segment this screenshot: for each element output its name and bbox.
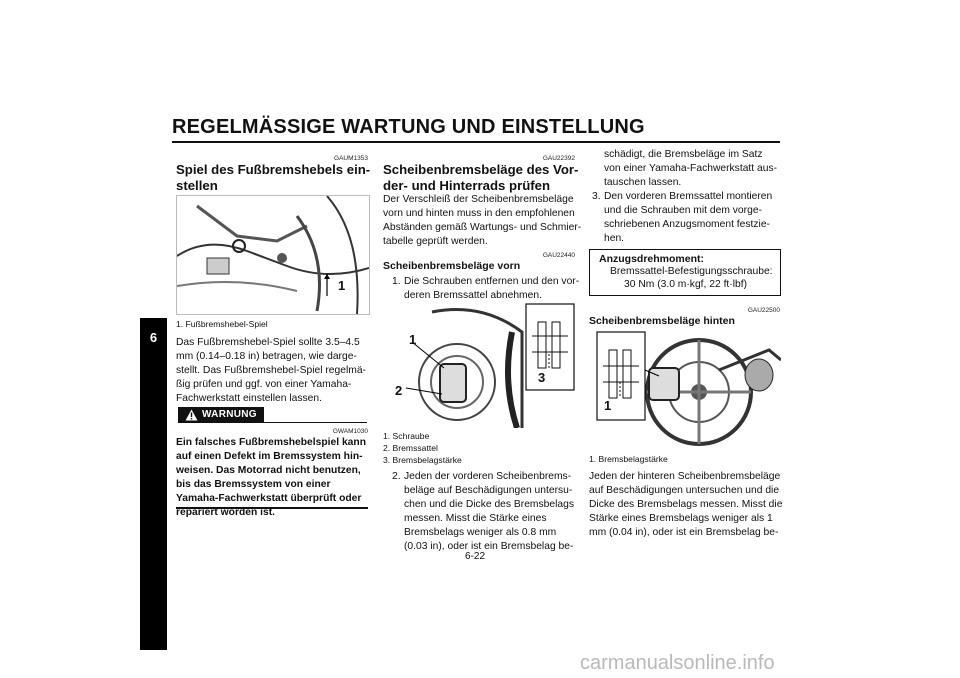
warning-underline <box>264 422 367 423</box>
step-text: Die Schrauben entfernen und den vor- der… <box>404 276 580 301</box>
rear-pads-body: Jeden der hinteren Scheibenbremsbeläge a… <box>589 471 783 538</box>
page-number: 6-22 <box>465 551 486 562</box>
step-text: Den vorderen Bremssattel montieren und d… <box>604 191 773 244</box>
step-number: 2. <box>392 471 401 482</box>
figure-callout-2: 2 <box>395 383 403 398</box>
watermark[interactable]: carmanualsonline.info <box>580 652 775 674</box>
front-caption-3: 3. Bremsbelagstärke <box>383 455 462 465</box>
warning-bottom-rule <box>176 507 368 509</box>
step-number: 3. <box>592 191 601 202</box>
figure-caption: 1. Fußbremshebel-Spiel <box>176 319 268 329</box>
front-caption-2: 2. Bremssattel <box>383 443 438 453</box>
warning-triangle-icon <box>185 409 198 421</box>
figure-callout-3: 3 <box>538 370 546 385</box>
front-pads-code: GAU22440 <box>542 252 575 259</box>
torque-line-1: Bremssattel-Befestigungsschraube: <box>610 266 773 277</box>
rear-caliper-illustration <box>596 331 782 446</box>
front-caption-1: 1. Schraube <box>383 431 430 441</box>
header-rule <box>172 141 780 143</box>
section-code: GAUM1353 <box>334 155 368 162</box>
figure-callout-1: 1 <box>409 332 417 347</box>
foot-brake-figure: 1 <box>176 195 370 315</box>
rear-pads-code: GAU22500 <box>747 307 780 314</box>
chapter-tab: 6 <box>140 318 167 650</box>
front-pads-heading: Scheibenbremsbeläge vorn <box>383 260 521 272</box>
section-code-pads: GAU22392 <box>542 155 575 162</box>
rear-pad-figure: 1 <box>589 330 782 450</box>
figure-callout-1: 1 <box>604 398 612 413</box>
warning-text: Ein falsches Fußbremshebelspiel kann auf… <box>176 437 366 518</box>
front-caliper-illustration <box>405 303 575 429</box>
foot-brake-body: Das Fußbremshebel-Spiel sollte 3.5–4.5 m… <box>176 337 366 404</box>
rear-pads-heading: Scheibenbremsbeläge hinten <box>589 315 735 327</box>
front-pad-figure: 1 2 3 <box>392 302 576 429</box>
section-heading-brake-pads: Scheibenbremsbeläge des Vor- der- und Hi… <box>383 162 579 193</box>
torque-spec-box: Anzugsdrehmoment: Bremssattel-Befestigun… <box>589 249 781 296</box>
warning-badge: WARNUNG <box>178 407 264 423</box>
step-text: Jeden der vorderen Scheibenbrems- beläge… <box>404 471 574 552</box>
front-step-2: 2. Jeden der vorderen Scheibenbrems- bel… <box>392 470 582 554</box>
torque-title: Anzugsdrehmoment: <box>599 253 704 265</box>
page-title: REGELMÄSSIGE WARTUNG UND EINSTELLUNG <box>172 116 645 138</box>
step-text: schädigt, die Bremsbeläge im Satz von ei… <box>604 149 778 188</box>
warning-label: WARNUNG <box>202 409 257 420</box>
front-step-1: 1. Die Schrauben entfernen und den vor- … <box>392 275 582 303</box>
torque-line-2: 30 Nm (3.0 m·kgf, 22 ft·lbf) <box>624 279 748 290</box>
section-heading-foot-brake: Spiel des Fußbremshebels ein- stellen <box>176 162 371 193</box>
rear-caption: 1. Bremsbelagstärke <box>589 454 668 464</box>
chapter-number: 6 <box>149 330 158 345</box>
front-step-3: 3. Den vorderen Bremssattel montieren un… <box>592 190 784 246</box>
step-number: 1. <box>392 276 401 287</box>
foot-brake-illustration <box>176 195 370 315</box>
front-step-2-continued: schädigt, die Bremsbeläge im Satz von ei… <box>592 148 784 190</box>
warning-code: GWAM1030 <box>332 428 368 435</box>
brake-pads-intro: Der Verschleiß der Scheibenbremsbeläge v… <box>383 194 582 247</box>
figure-callout-1: 1 <box>338 278 346 293</box>
